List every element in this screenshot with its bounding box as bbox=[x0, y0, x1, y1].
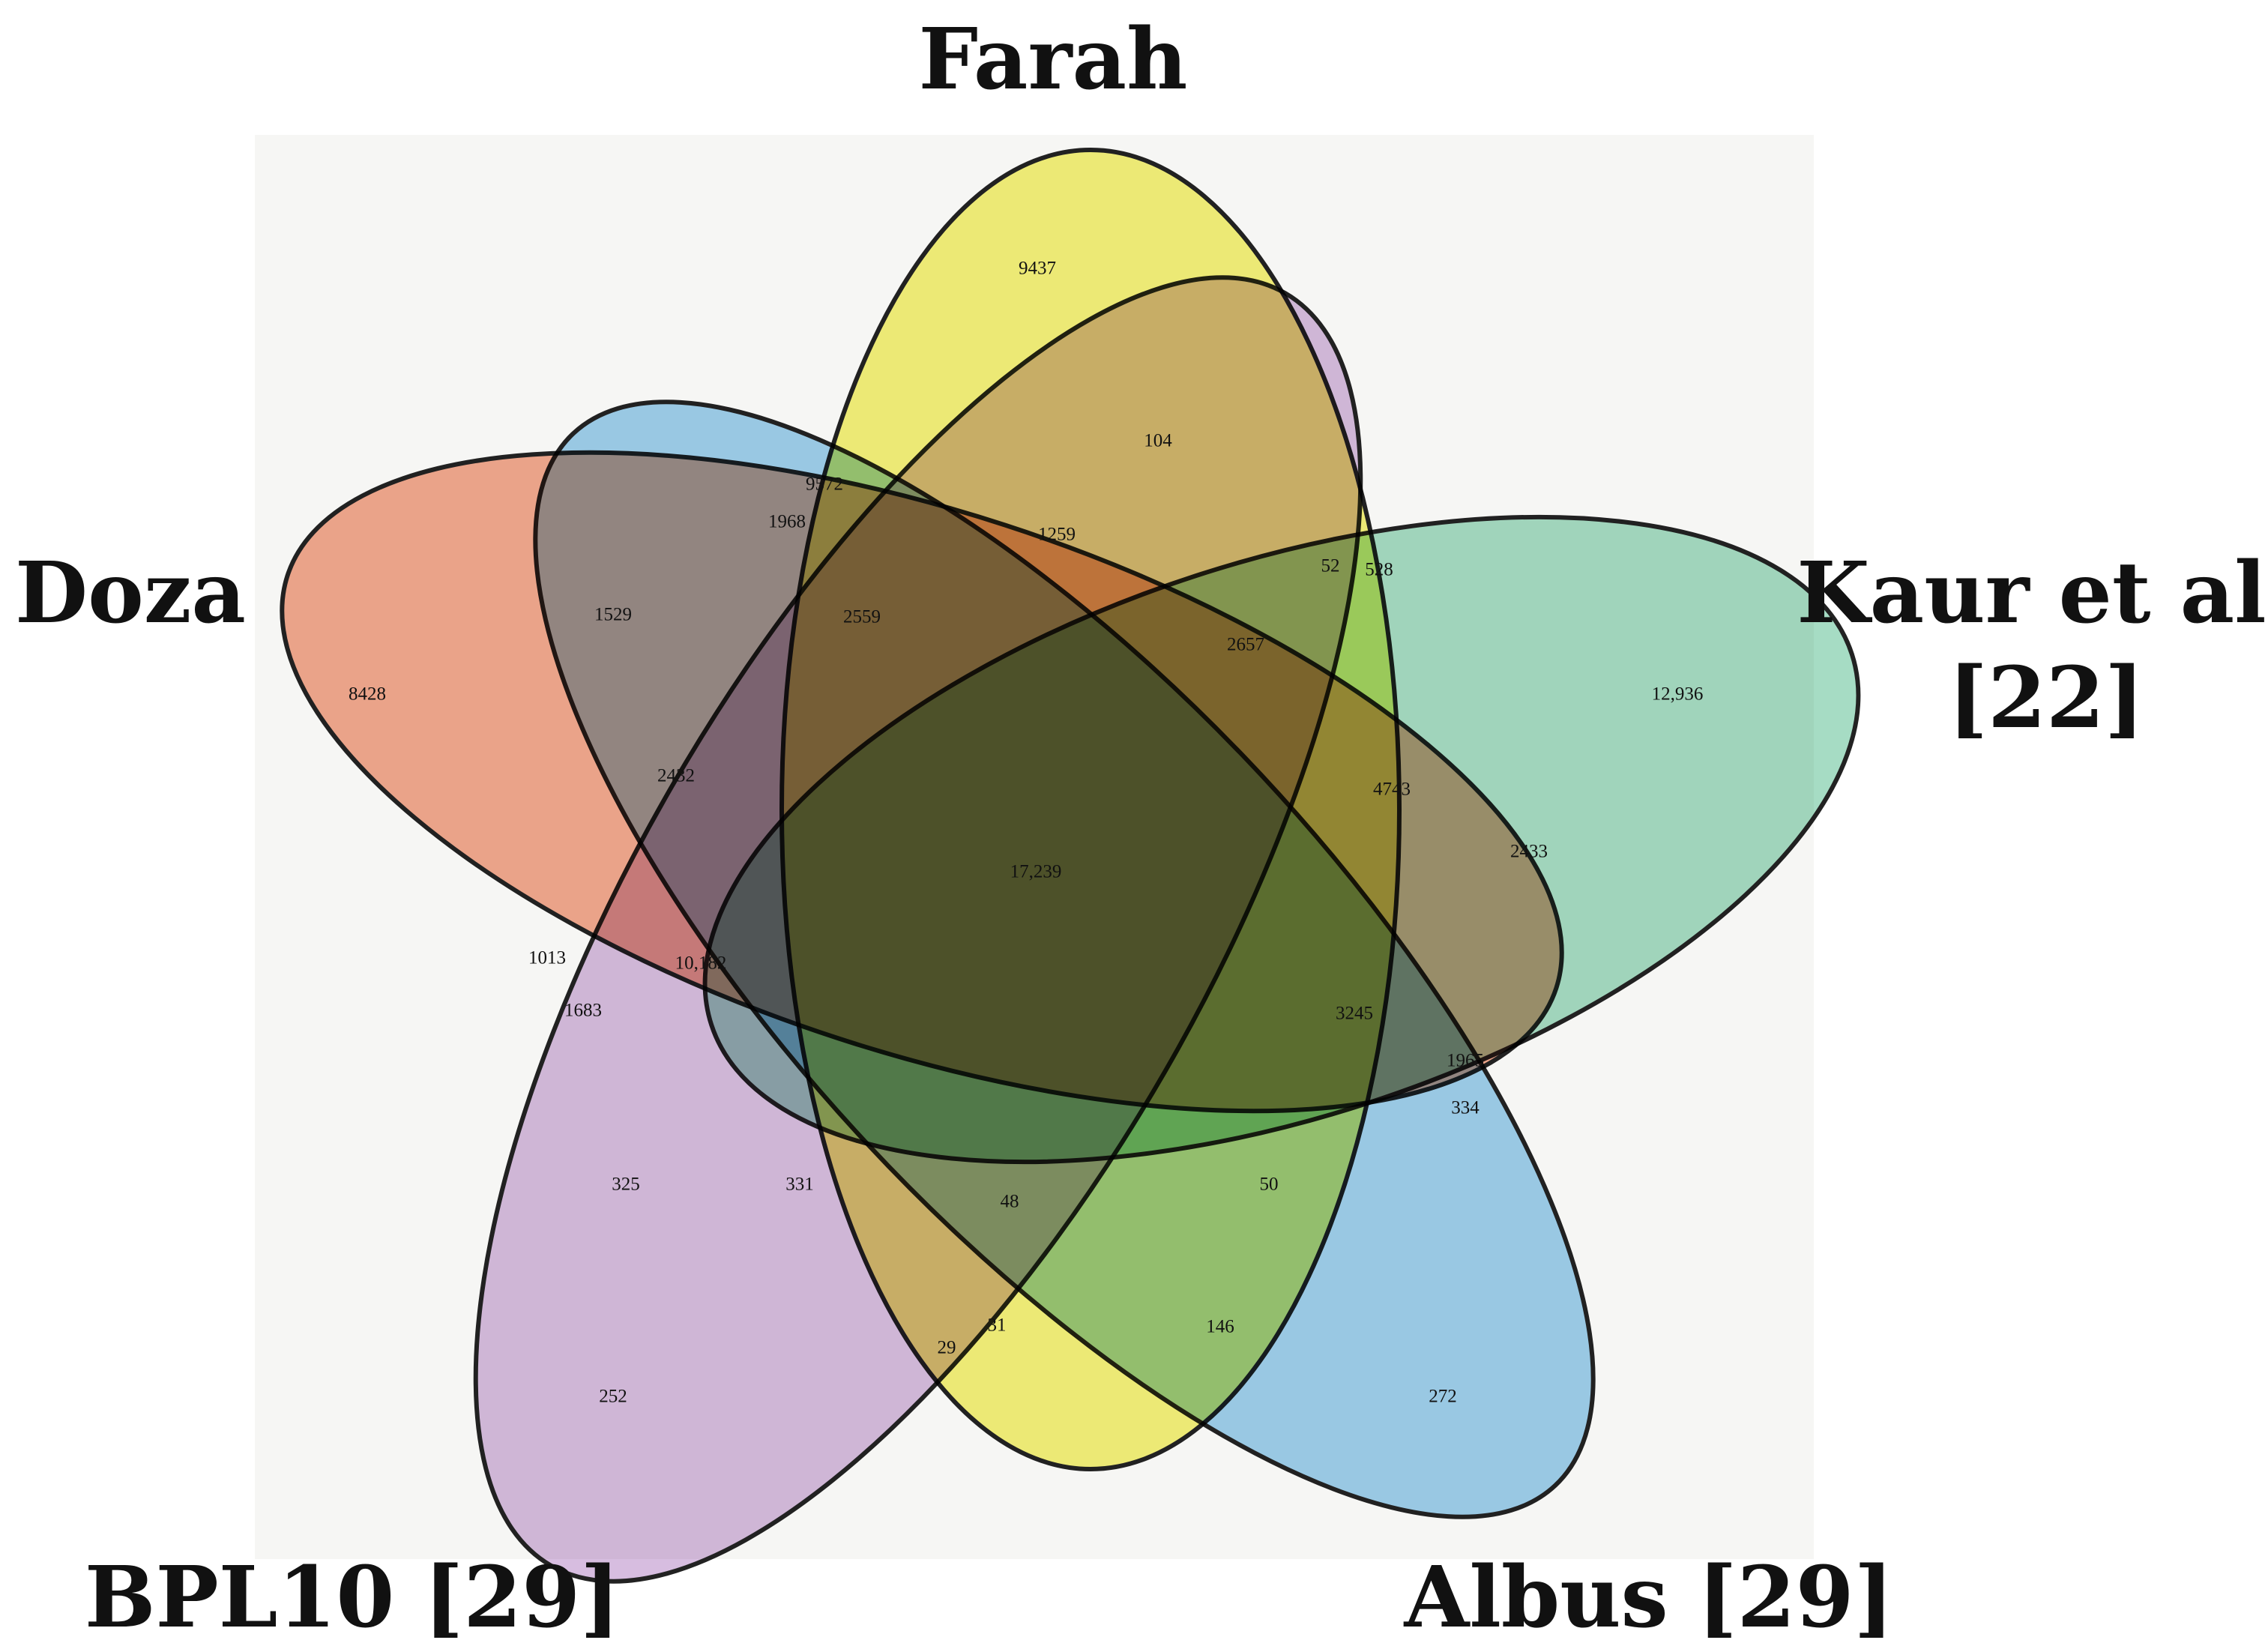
region-count: 272 bbox=[1429, 1387, 1457, 1407]
region-count: 50 bbox=[1260, 1175, 1279, 1195]
region-count: 2559 bbox=[843, 607, 881, 627]
region-count: 252 bbox=[599, 1387, 627, 1407]
region-count: 1965 bbox=[1447, 1051, 1484, 1071]
region-count: 52 bbox=[1321, 556, 1340, 576]
region-count: 2657 bbox=[1227, 635, 1264, 655]
region-count: 8428 bbox=[349, 684, 386, 705]
farah-ellipse bbox=[779, 148, 1402, 1471]
region-count: 325 bbox=[612, 1175, 640, 1195]
region-count: 1968 bbox=[768, 512, 806, 532]
region-count: 146 bbox=[1206, 1317, 1234, 1337]
region-count: 31 bbox=[988, 1315, 1007, 1336]
set-label-doza: Doza bbox=[15, 544, 246, 642]
region-count: 1013 bbox=[528, 948, 566, 968]
set-label-albus: Albus [29] bbox=[1403, 1549, 1893, 1647]
region-count: 1683 bbox=[564, 1001, 602, 1021]
region-count: 2432 bbox=[657, 766, 695, 786]
region-count: 334 bbox=[1451, 1098, 1480, 1118]
region-count: 1529 bbox=[594, 605, 632, 625]
set-label-bpl10: BPL10 [29] bbox=[85, 1549, 620, 1647]
region-count: 3245 bbox=[1336, 1004, 1373, 1024]
set-label-kaur-line2: [22] bbox=[1948, 649, 2144, 747]
region-count: 9437 bbox=[1019, 259, 1056, 279]
region-count: 104 bbox=[1144, 431, 1172, 451]
region-count: 331 bbox=[785, 1175, 814, 1195]
region-count: 48 bbox=[1001, 1192, 1019, 1212]
set-ellipses bbox=[280, 148, 1861, 1584]
region-counts: 9437 104 9572 1968 1259 52 528 8428 1529… bbox=[349, 259, 1703, 1407]
region-count: 29 bbox=[938, 1338, 956, 1358]
region-count: 9572 bbox=[806, 474, 843, 495]
region-count: 528 bbox=[1365, 560, 1393, 580]
region-count: 1259 bbox=[1038, 525, 1076, 545]
region-count: 17,239 bbox=[1010, 862, 1062, 882]
region-count: 4743 bbox=[1373, 780, 1411, 800]
set-label-kaur-line1: Kaur et al. bbox=[1797, 544, 2265, 642]
region-count: 10,182 bbox=[675, 953, 727, 974]
region-count: 12,936 bbox=[1652, 684, 1704, 705]
region-count: 2433 bbox=[1510, 842, 1548, 862]
set-label-farah: Farah bbox=[919, 10, 1188, 109]
